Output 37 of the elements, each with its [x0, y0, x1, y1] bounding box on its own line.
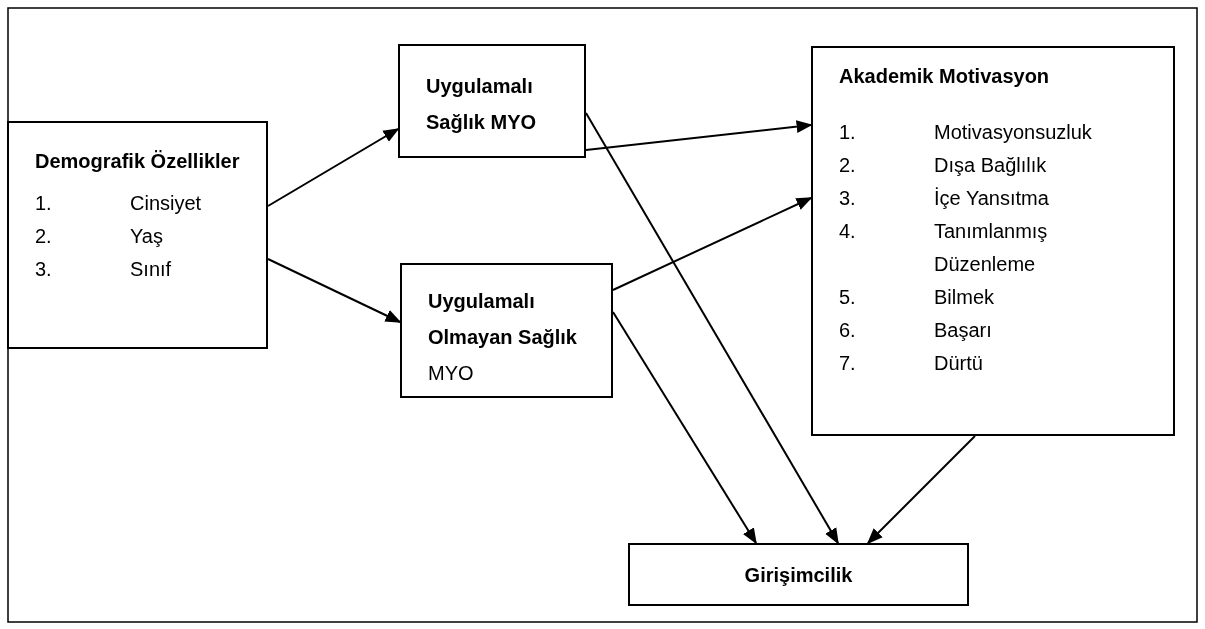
list-item: Tanımlanmış Düzenleme	[934, 219, 1049, 277]
arrow	[866, 435, 976, 545]
list-number: 2.	[35, 224, 52, 249]
list-item: Bilmek	[934, 285, 994, 310]
list-number: 2.	[839, 153, 856, 178]
heading: Girişimcilik	[743, 563, 854, 588]
list-item: Dürtü	[934, 351, 983, 376]
list-number: 1.	[35, 191, 52, 216]
heading: Uygulamalı Sağlık MYO	[426, 74, 538, 135]
list-item: Yaş	[130, 224, 163, 249]
text-box	[628, 543, 969, 606]
heading: Demografik Özellikler	[35, 149, 241, 174]
list-number: 3.	[35, 257, 52, 282]
arrow	[585, 112, 839, 545]
arrow	[267, 258, 402, 323]
list-item: Dışa Bağlılık	[934, 153, 1047, 178]
arrow	[267, 128, 400, 207]
list-number: 4.	[839, 219, 856, 244]
list-box	[811, 46, 1175, 436]
arrow	[612, 197, 813, 291]
heading: Akademik Motivasyon	[839, 64, 1051, 89]
list-number: 7.	[839, 351, 856, 376]
list-item: Sınıf	[130, 257, 172, 282]
list-number: 1.	[839, 120, 856, 145]
text-box	[398, 44, 586, 158]
list-item: Motivasyonsuzluk	[934, 120, 1092, 145]
list-number: 6.	[839, 318, 856, 343]
list-number: 3.	[839, 186, 856, 211]
list-box	[7, 121, 268, 349]
list-item: Başarı	[934, 318, 992, 343]
heading: Uygulamalı Olmayan Sağlık MYO	[428, 289, 578, 386]
arrow	[612, 311, 757, 545]
list-item: İçe Yansıtma	[934, 186, 1049, 211]
list-item: Cinsiyet	[130, 191, 202, 216]
text-box	[400, 263, 613, 398]
list-number: 5.	[839, 285, 856, 310]
arrow	[585, 120, 813, 151]
